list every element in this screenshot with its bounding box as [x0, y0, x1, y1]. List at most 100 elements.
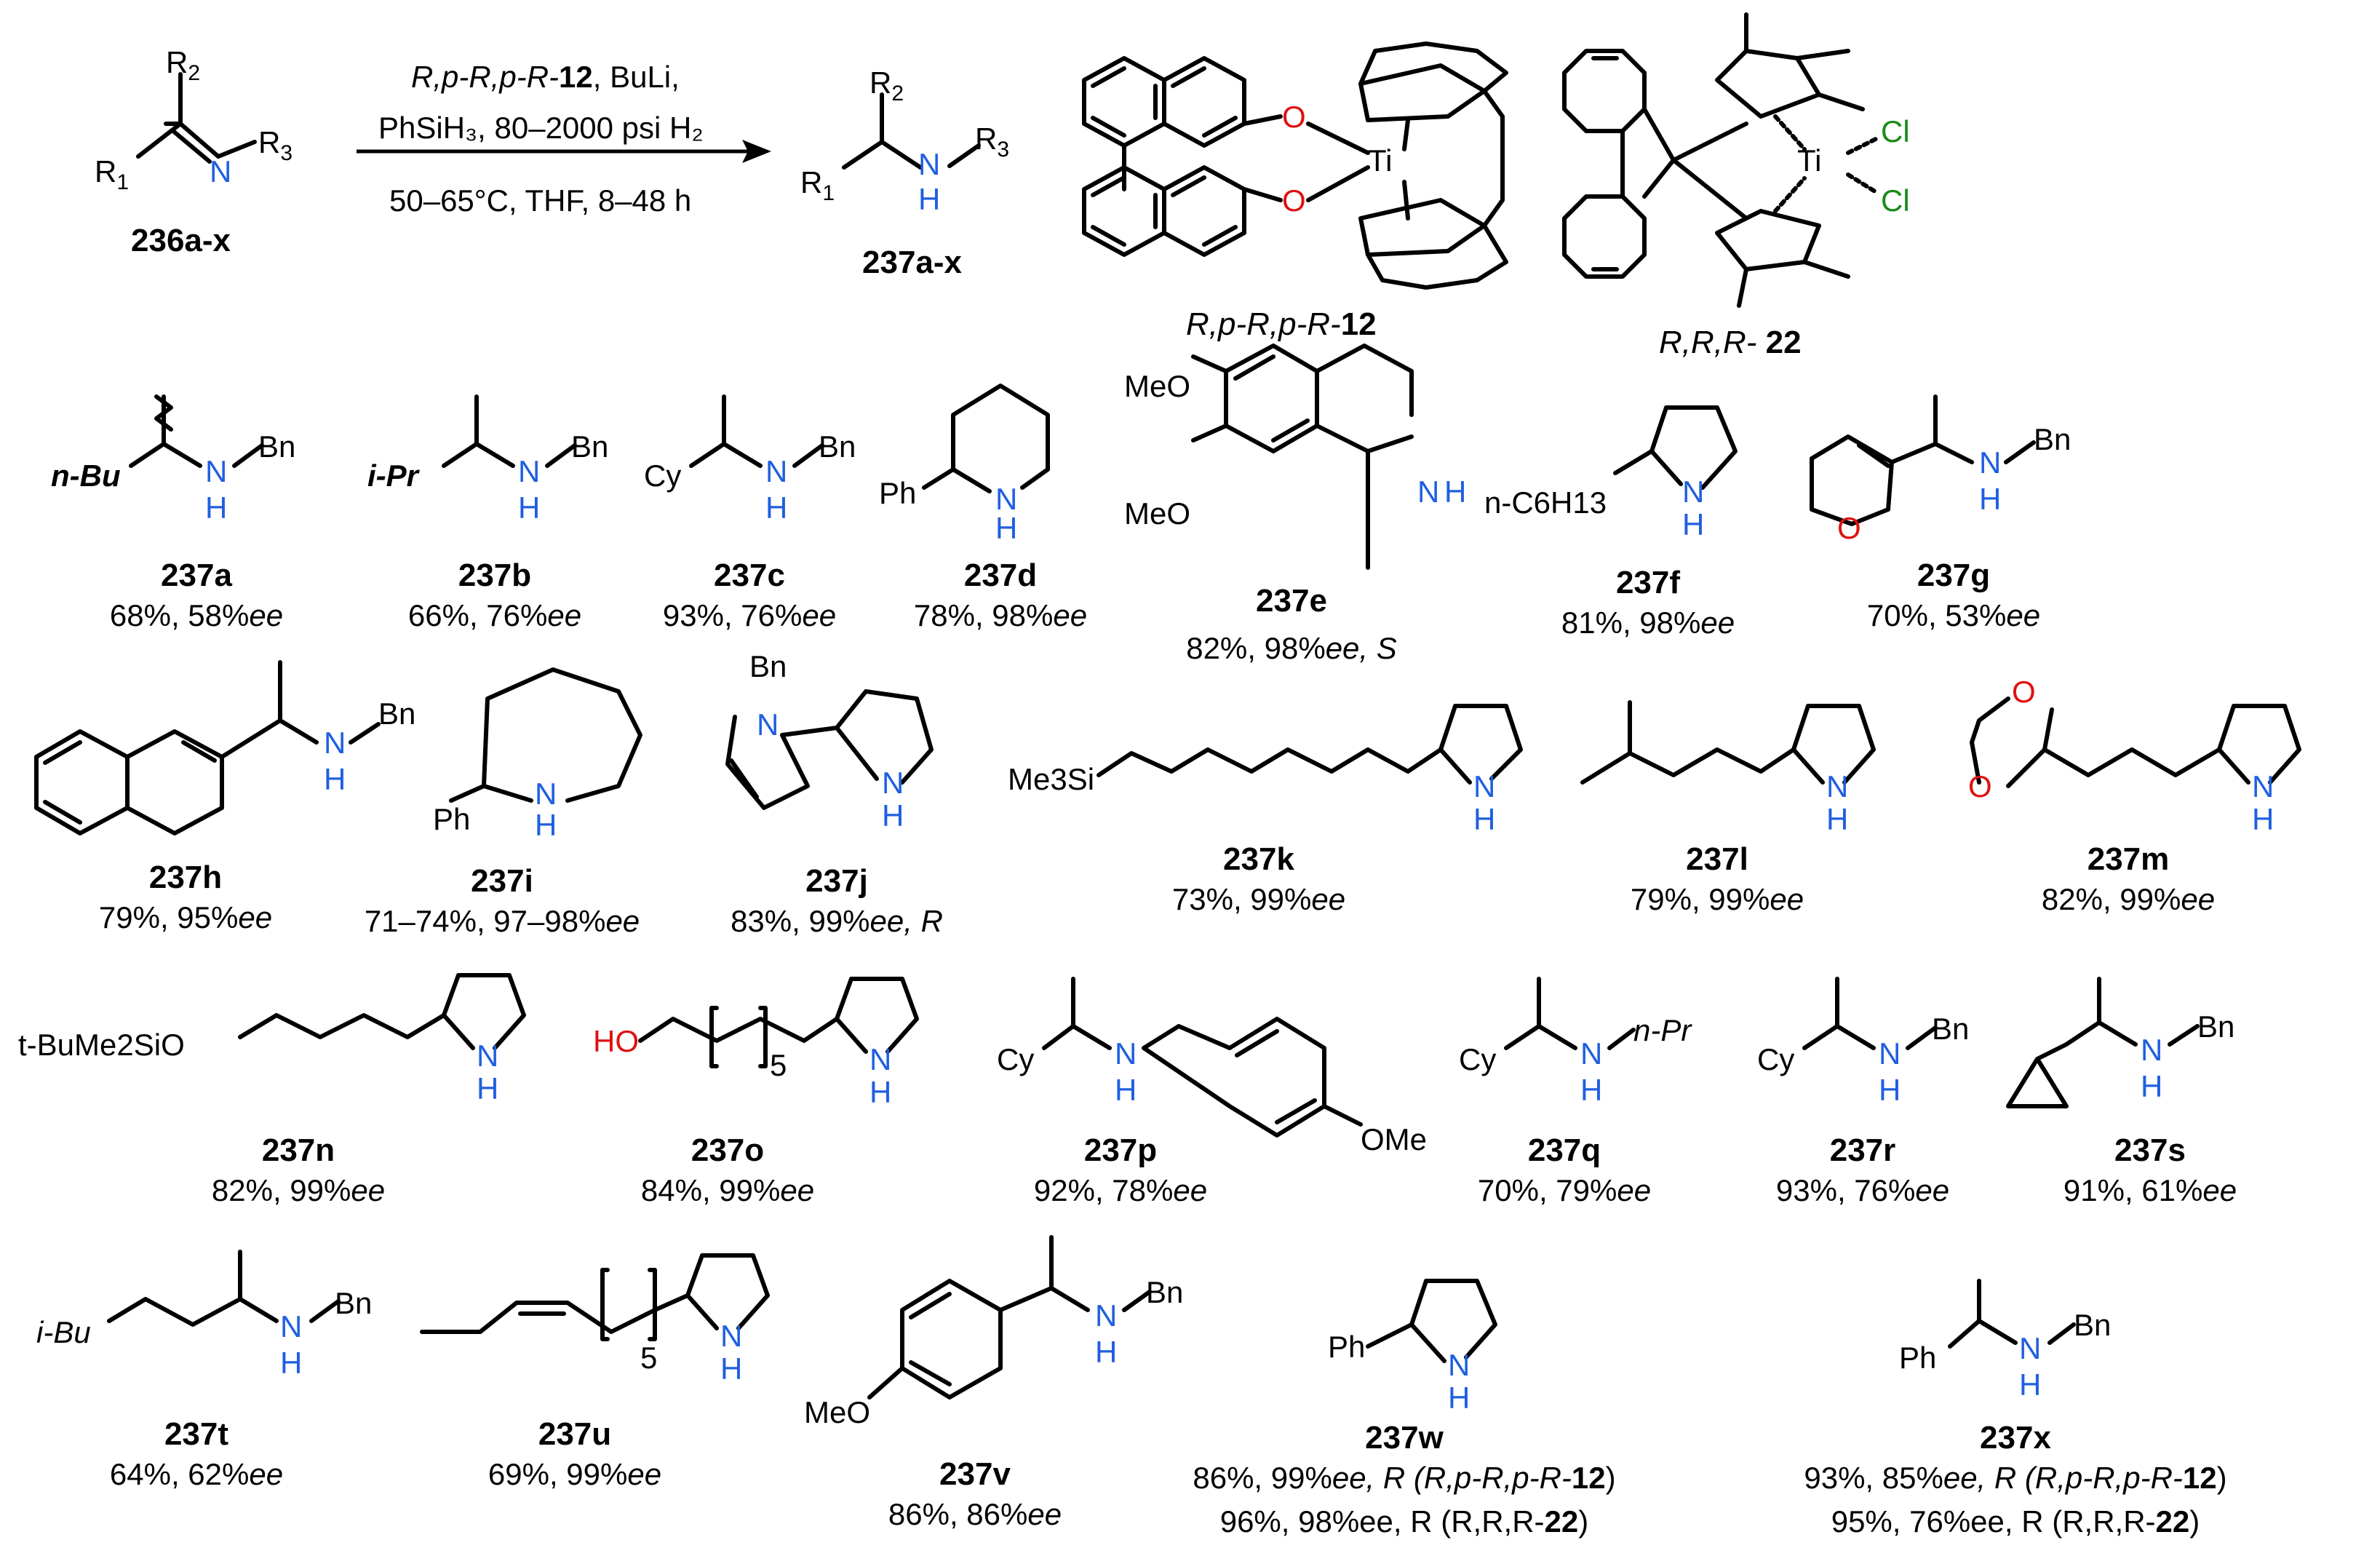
n-label: N	[1448, 1348, 1470, 1382]
bn-label: Bn	[258, 429, 295, 464]
ph-label: Ph	[433, 802, 470, 836]
compound-id: 237q	[1528, 1132, 1601, 1168]
n-label: N	[869, 1042, 891, 1076]
o-label: O	[1968, 769, 1992, 803]
h-label: H	[2141, 1069, 2162, 1103]
structure-237w: Ph N H	[1328, 1279, 1497, 1415]
h-label: H	[1979, 482, 2001, 516]
product-h: H	[918, 182, 940, 216]
n-label: N	[757, 707, 779, 742]
n-label: N	[1095, 1298, 1117, 1333]
bn-label: Bn	[1932, 1012, 1969, 1046]
compound-yield: 82%, 99%ee	[2042, 882, 2215, 916]
n-label: N	[1879, 1036, 1901, 1071]
structure-237u: 5 N H	[420, 1253, 770, 1386]
product-237: R2 R1 N H R3 237a-x	[800, 66, 1009, 280]
catalyst-12-o1: O	[1282, 100, 1306, 134]
compound-yield: 68%, 58%ee	[110, 598, 283, 632]
compound-id: 237c	[714, 557, 785, 593]
o-label: O	[2012, 675, 2036, 709]
compound-yield: 81%, 98%ee	[1561, 606, 1735, 640]
o-label: O	[1837, 511, 1861, 545]
structure-237g: O N H Bn	[1810, 394, 2071, 545]
structure-237a: n-Bu N H Bn	[51, 394, 295, 525]
compound-yield: 66%, 76%ee	[408, 598, 581, 632]
n-label: N	[1473, 769, 1495, 803]
h-label: H	[1115, 1073, 1137, 1107]
compound-yield: 79%, 95%ee	[99, 900, 272, 934]
n-label: N	[535, 777, 557, 811]
n-label: N	[1580, 1036, 1602, 1071]
compound-yield: 73%, 99%ee	[1172, 882, 1345, 916]
structure-237h: N H Bn	[34, 660, 415, 835]
compound-id: 237v	[939, 1456, 1011, 1492]
structure-237s: N H Bn	[2006, 977, 2234, 1108]
reactant-236: R2 R1 N R3 236a-x	[95, 45, 292, 258]
compound-id: 237n	[262, 1132, 335, 1168]
compound-id: 237x	[1980, 1420, 2051, 1456]
h-label: H	[1448, 1381, 1470, 1415]
catalyst-22: Ti Cl Cl R,R,R- 22	[1562, 12, 1910, 360]
compound-id: 237r	[1830, 1132, 1896, 1168]
n-label: N	[2252, 769, 2274, 803]
compound-id: 237j	[805, 863, 868, 899]
h-label: H	[720, 1351, 742, 1386]
conditions-line1: R,p-R,p-R-12, BuLi,	[411, 60, 680, 94]
captions: 237a 68%, 58%ee 237b 66%, 76%ee 237c 93%…	[99, 557, 2237, 1539]
h-label: H	[1826, 802, 1848, 836]
n-label: N	[2019, 1331, 2041, 1365]
structure-237f: n-C6H13 N H	[1484, 405, 1738, 541]
compound-yield: 71–74%, 97–98%ee	[365, 904, 640, 938]
structure-237i: Ph N H	[433, 667, 642, 842]
ph-label: Ph	[879, 476, 916, 510]
compound-id: 237g	[1917, 557, 1990, 593]
n-label: N	[995, 482, 1017, 516]
compound-id: 237p	[1084, 1132, 1157, 1168]
h-label: H	[1879, 1073, 1901, 1107]
reactant-r1: R1	[95, 154, 129, 194]
reactant-label: 236a-x	[131, 223, 231, 258]
compound-yield: 92%, 78%ee	[1034, 1173, 1207, 1207]
conditions-line2: PhSiH₃, 80–2000 psi H₂	[378, 111, 704, 145]
h-label: H	[324, 762, 346, 796]
structure-237l: N H	[1580, 700, 1876, 836]
reactant-n: N	[210, 154, 231, 188]
bn-label: Bn	[335, 1286, 372, 1320]
ome-label: OMe	[1361, 1122, 1427, 1156]
structure-237q: Cy N H n-Pr	[1459, 977, 1692, 1107]
bn-label: Bn	[2074, 1308, 2111, 1342]
n-label: N	[1682, 475, 1704, 509]
compound-id: 237s	[2114, 1132, 2186, 1168]
product-r1: R1	[800, 165, 835, 205]
catalyst-22-cl2: Cl	[1881, 183, 1910, 218]
compound-yield: 84%, 99%ee	[641, 1173, 814, 1207]
structure-237n: t-BuMe2SiO N H	[18, 973, 526, 1105]
bn-label: Bn	[378, 696, 415, 731]
cy-label: Cy	[1459, 1042, 1496, 1076]
bn-label: Bn	[749, 649, 787, 683]
n-label: N	[477, 1039, 498, 1073]
n-label: N	[882, 766, 904, 800]
cy-label: Cy	[997, 1042, 1034, 1076]
compound-id: 237h	[149, 860, 222, 895]
compound-yield: 86%, 86%ee	[888, 1497, 1062, 1531]
n-label: N	[324, 726, 346, 760]
structure-237v: MeO N H Bn	[804, 1235, 1183, 1429]
h-label: H	[518, 491, 540, 525]
compound-yield: 70%, 79%ee	[1478, 1173, 1651, 1207]
catalyst-12-o2: O	[1282, 183, 1306, 218]
compound-id: 237b	[458, 557, 531, 593]
n-label: N	[205, 454, 227, 488]
bn-label: Bn	[2034, 422, 2071, 456]
structure-237x: Ph N H Bn	[1899, 1279, 2111, 1402]
compound-yield: 79%, 99%ee	[1631, 882, 1804, 916]
bn-label: Bn	[2197, 1009, 2234, 1044]
compound-yield-alt: 95%, 76%ee, R (R,R,R-22)	[1831, 1504, 2200, 1539]
bn-label: Bn	[1146, 1275, 1183, 1309]
n-label: N	[765, 454, 787, 488]
n-label: N	[1417, 475, 1439, 509]
n-label: N	[1115, 1036, 1137, 1071]
compound-id: 237k	[1223, 841, 1294, 877]
ph-label: Ph	[1899, 1341, 1936, 1375]
meo-label: MeO	[1124, 496, 1190, 531]
